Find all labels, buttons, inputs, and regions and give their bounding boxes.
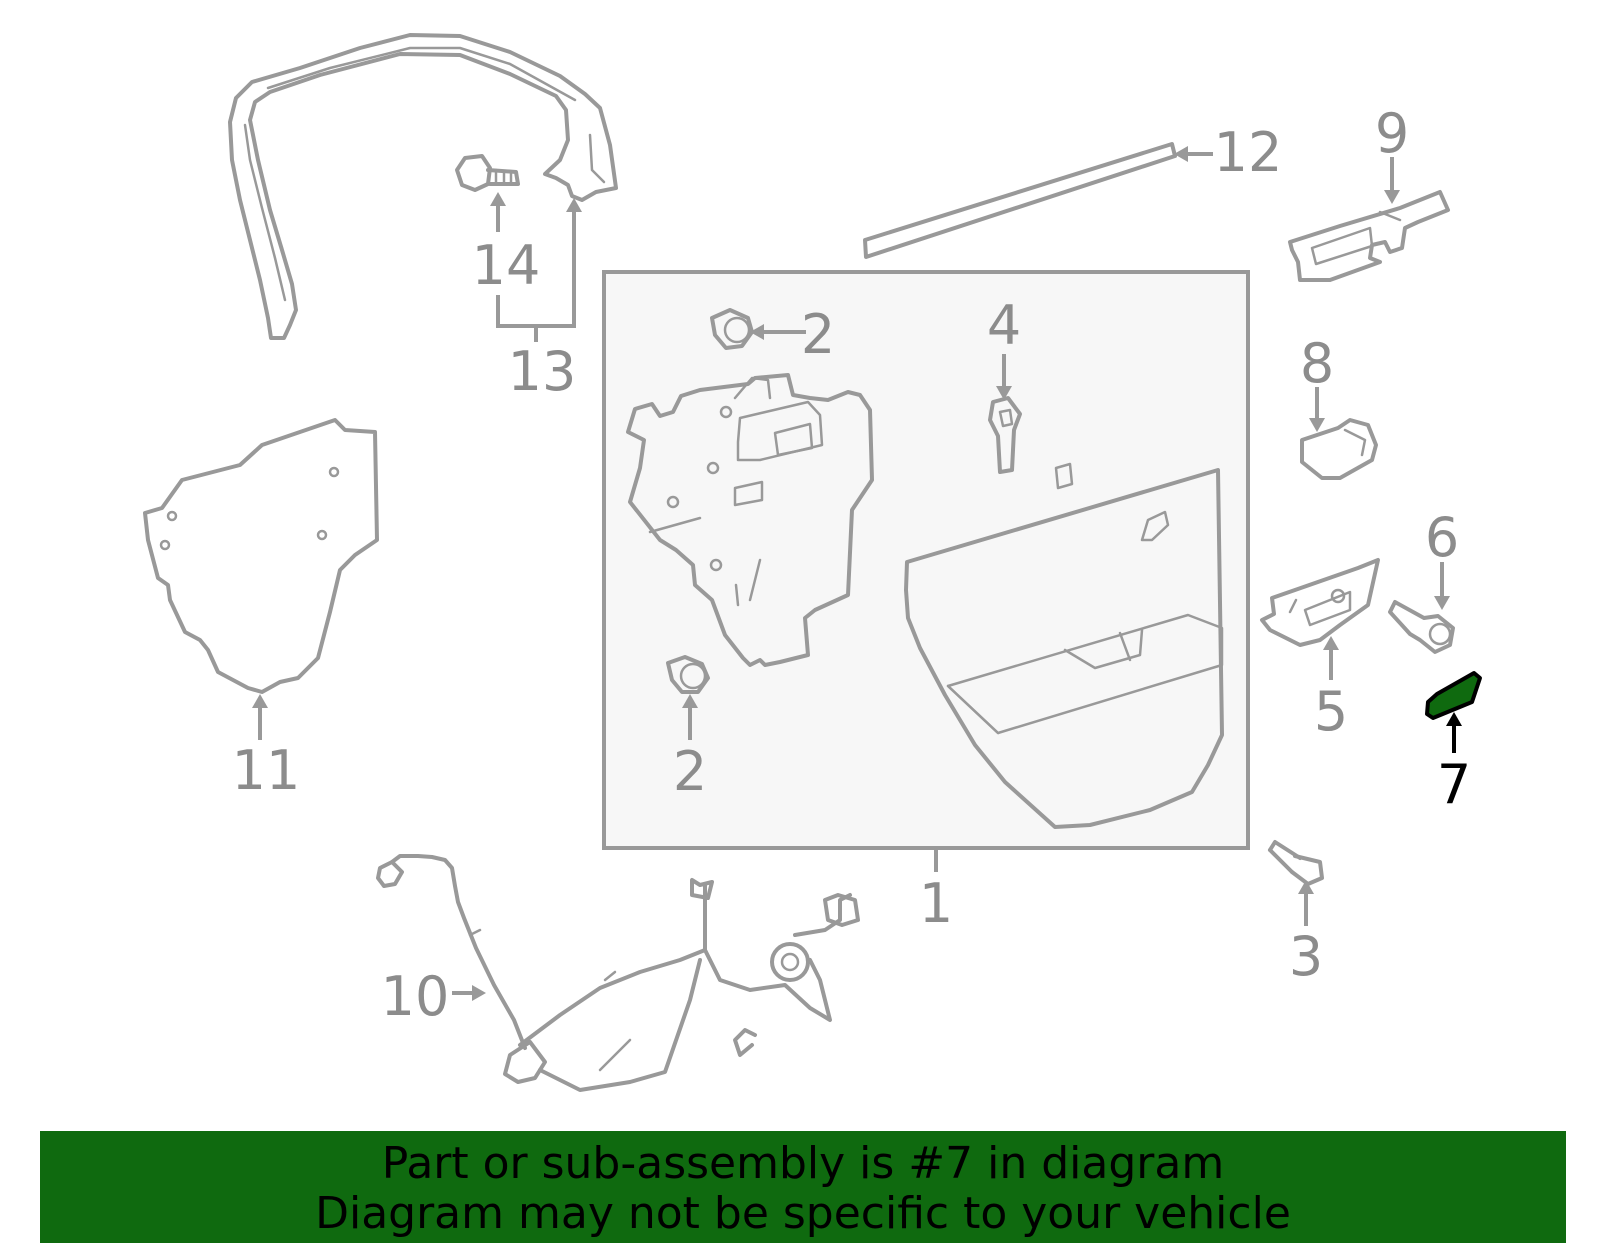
callout-13: 13: [508, 340, 577, 403]
part-1-assembly-box: [602, 270, 1250, 850]
part-2-top-clip: [710, 308, 754, 350]
callout-9: 9: [1375, 102, 1409, 165]
part-4-clip: [988, 396, 1074, 490]
part-8-clip: [1300, 418, 1378, 480]
part-1-trim-panel: [904, 468, 1224, 829]
banner-line-1: Part or sub-assembly is #7 in diagram: [381, 1138, 1225, 1189]
callout-8: 8: [1300, 332, 1334, 395]
callout-2-top: 2: [801, 303, 835, 366]
part-5-handle-bracket: [1260, 558, 1380, 647]
callout-1: 1: [919, 872, 953, 935]
callout-14: 14: [472, 234, 541, 297]
part-3-screw: [1268, 840, 1324, 886]
callout-10: 10: [381, 965, 450, 1028]
part-11-water-deflector: [143, 418, 379, 694]
part-9-switch-bezel: [1288, 190, 1450, 282]
callout-2-bottom: 2: [673, 740, 707, 803]
part-7-highlighted: [1425, 671, 1482, 720]
part-12-belt-molding: [863, 142, 1177, 259]
callout-3: 3: [1289, 925, 1323, 988]
part-1-inner-panel: [626, 373, 874, 667]
part-10-wiring-harness: [376, 854, 860, 1092]
info-banner: Part or sub-assembly is #7 in diagram Di…: [40, 1131, 1566, 1243]
callout-7: 7: [1437, 753, 1471, 816]
callout-labels: 1 2 2 3 4 5 6 7 8 9 10 11 12 13 14: [232, 102, 1472, 1028]
part-2-bottom-clip: [666, 655, 710, 694]
callout-12: 12: [1214, 121, 1283, 184]
part-14-bolt: [455, 154, 520, 192]
leader-lines: [252, 146, 1462, 1001]
part-13-frame-molding: [228, 33, 618, 340]
callout-5: 5: [1314, 680, 1348, 743]
callout-11: 11: [232, 739, 301, 802]
callout-6: 6: [1425, 506, 1459, 569]
callout-4: 4: [987, 294, 1021, 357]
part-6-screw: [1388, 600, 1455, 654]
banner-line-2: Diagram may not be specific to your vehi…: [315, 1188, 1291, 1239]
